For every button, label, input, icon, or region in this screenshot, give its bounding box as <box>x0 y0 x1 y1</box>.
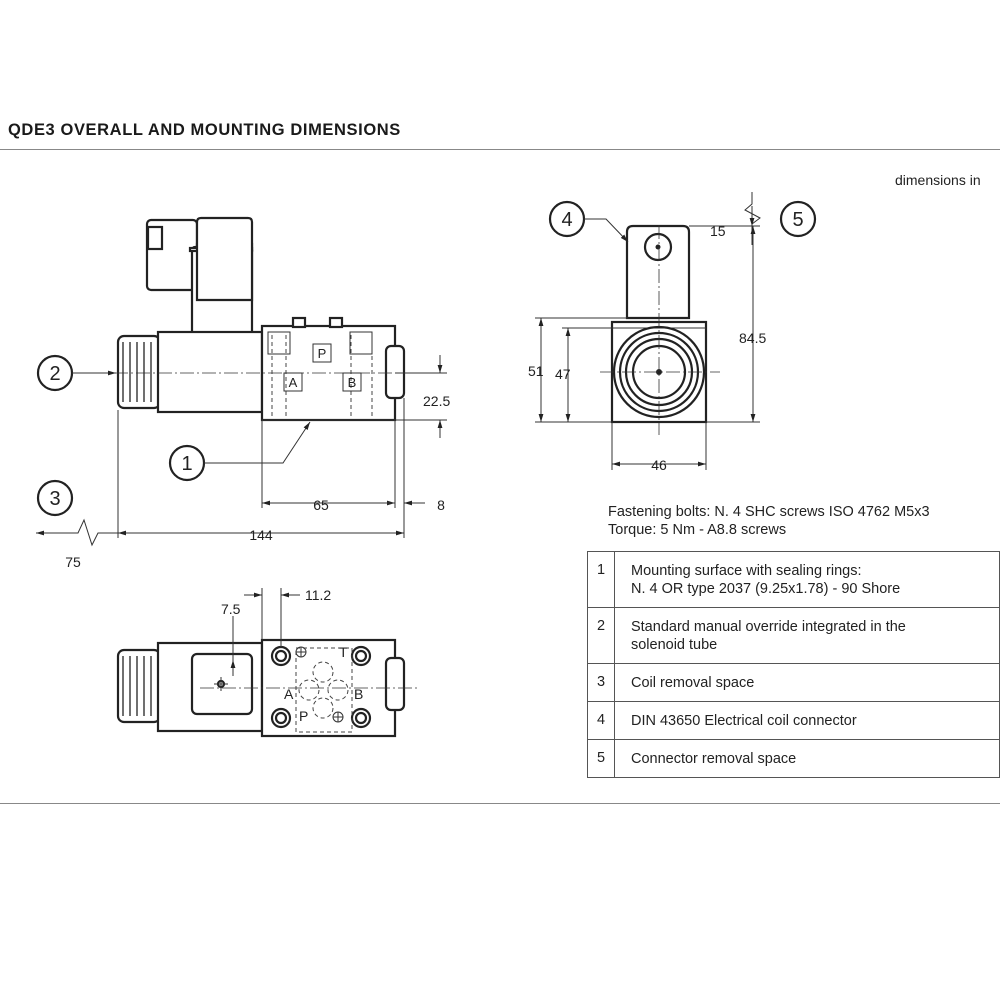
legend-num: 3 <box>587 663 615 702</box>
dim-65: 65 <box>313 497 329 513</box>
dim-84-5: 84.5 <box>739 330 766 346</box>
fastening-notes: Fastening bolts: N. 4 SHC screws ISO 476… <box>608 503 930 539</box>
dim-51: 51 <box>528 363 544 379</box>
title-rule <box>0 149 1000 150</box>
callout-3-circle <box>36 479 74 517</box>
override-nut <box>116 334 162 410</box>
connector-cable-gland <box>146 225 164 251</box>
connector-housing <box>195 216 254 302</box>
legend-desc-line1: Mounting surface with sealing rings: <box>630 563 862 579</box>
legend-num: 2 <box>587 607 615 664</box>
nut-knurl <box>122 342 152 402</box>
end-view: 4 5 15 84.5 51 47 46 <box>528 192 817 473</box>
units-note: dimensions in <box>895 172 981 188</box>
dim-7-5: 7.5 <box>221 601 241 617</box>
callout-3-label: 3 <box>49 488 60 510</box>
legend-desc-line1: Connector removal space <box>630 751 797 767</box>
callout-5-label: 5 <box>792 209 803 231</box>
port-pattern <box>295 646 353 733</box>
dim-144: 144 <box>249 527 273 543</box>
callout-1-label: 1 <box>181 453 192 475</box>
callout-2-label: 2 <box>49 363 60 385</box>
legend-row: 3 Coil removal space <box>587 663 1000 702</box>
plan-port-a-label: A <box>284 686 294 702</box>
end-connector <box>625 224 691 320</box>
plan-port-p-label: P <box>299 708 308 724</box>
dim-22-5: 22.5 <box>423 393 450 409</box>
bolt-head-left <box>291 316 307 329</box>
port-a-label: A <box>289 375 298 390</box>
dim-46: 46 <box>651 457 667 473</box>
side-view: P A B 2 1 22.5 65 8 144 <box>36 216 450 570</box>
legend-desc: Connector removal space <box>613 739 1000 778</box>
dim-47: 47 <box>555 366 571 382</box>
legend-row: 2 Standard manual override integrated in… <box>587 607 1000 664</box>
dim-11-2: 11.2 <box>305 587 331 603</box>
legend-desc: Standard manual override integrated in t… <box>613 607 1000 664</box>
legend-num: 5 <box>587 739 615 778</box>
bottom-rule <box>0 803 1000 804</box>
legend-desc: DIN 43650 Electrical coil connector <box>613 701 1000 740</box>
port-p-label: P <box>318 346 327 361</box>
legend-desc: Mounting surface with sealing rings: N. … <box>613 551 1000 608</box>
legend-desc-line2: N. 4 OR type 2037 (9.25x1.78) - 90 Shore <box>630 581 901 597</box>
legend-desc-line1: DIN 43650 Electrical coil connector <box>630 713 857 729</box>
solenoid-coil <box>156 330 264 414</box>
fastening-bolts-text: Fastening bolts: N. 4 SHC screws ISO 476… <box>608 504 930 520</box>
dim-75: 75 <box>65 554 81 570</box>
legend-row: 4 DIN 43650 Electrical coil connector <box>587 701 1000 740</box>
torque-text: Torque: 5 Nm - A8.8 screws <box>608 522 787 538</box>
legend-num: 1 <box>587 551 615 608</box>
plan-end-cap <box>384 656 406 712</box>
port-p-label-box <box>312 343 332 363</box>
plan-view: T A B P 7.5 11.2 <box>116 587 420 738</box>
page-title: QDE3 OVERALL AND MOUNTING DIMENSIONS <box>8 121 401 139</box>
end-cap <box>384 344 406 400</box>
legend-desc-line2: solenoid tube <box>630 637 718 653</box>
plan-port-t-label: T <box>339 644 348 660</box>
legend-num: 4 <box>587 701 615 740</box>
bolt-head-right <box>328 316 344 329</box>
plan-port-b-label: B <box>354 686 363 702</box>
port-b-label: B <box>348 375 357 390</box>
callout-4-label: 4 <box>561 209 572 231</box>
legend-table: 1 Mounting surface with sealing rings: N… <box>587 551 1000 778</box>
legend-desc-line1: Standard manual override integrated in t… <box>630 619 906 635</box>
callout-5-circle <box>779 200 817 238</box>
legend-desc: Coil removal space <box>613 663 1000 702</box>
legend-row: 5 Connector removal space <box>587 739 1000 778</box>
plan-override-nut <box>116 648 162 724</box>
legend-desc-line1: Coil removal space <box>630 675 755 691</box>
legend-row: 1 Mounting surface with sealing rings: N… <box>587 551 1000 608</box>
dim-15: 15 <box>710 223 726 239</box>
dim-8: 8 <box>437 497 445 513</box>
